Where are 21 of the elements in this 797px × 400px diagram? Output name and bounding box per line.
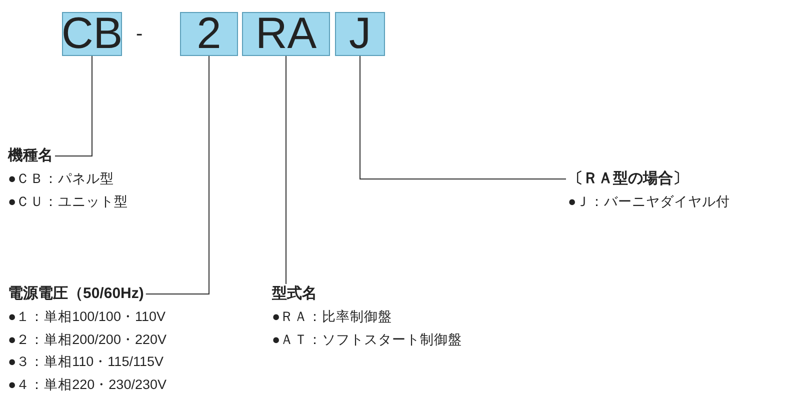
code-box: CB <box>62 12 122 56</box>
group-heading: 〔ＲＡ型の場合〕 <box>568 169 688 189</box>
leader-line <box>54 56 92 156</box>
option-item: ●２：単相200/200・220V <box>8 330 166 348</box>
option-item: ●ＣＢ：パネル型 <box>8 170 116 188</box>
leader-line <box>145 56 210 294</box>
group-heading: 電源電圧（50/60Hz) <box>8 284 144 304</box>
code-box: RA <box>242 12 330 56</box>
separator-dash: - <box>136 24 143 44</box>
option-item: ●ＲＡ：比率制御盤 <box>272 308 394 326</box>
group-heading: 機種名 <box>8 146 53 166</box>
option-item: ●Ｊ：バーニヤダイヤル付 <box>568 193 730 211</box>
group-heading: 型式名 <box>272 284 317 304</box>
option-item: ●ＣＵ：ユニット型 <box>8 192 128 210</box>
option-item: ●ＡＴ：ソフトスタート制御盤 <box>272 330 462 348</box>
option-item: ●３：単相110・115/115V <box>8 353 164 371</box>
code-box: J <box>335 12 385 56</box>
code-box: 2 <box>180 12 238 56</box>
leader-line <box>360 56 566 180</box>
option-item: ●４：単相220・230/230V <box>8 376 166 394</box>
option-item: ●１：単相100/100・110V <box>8 308 166 326</box>
